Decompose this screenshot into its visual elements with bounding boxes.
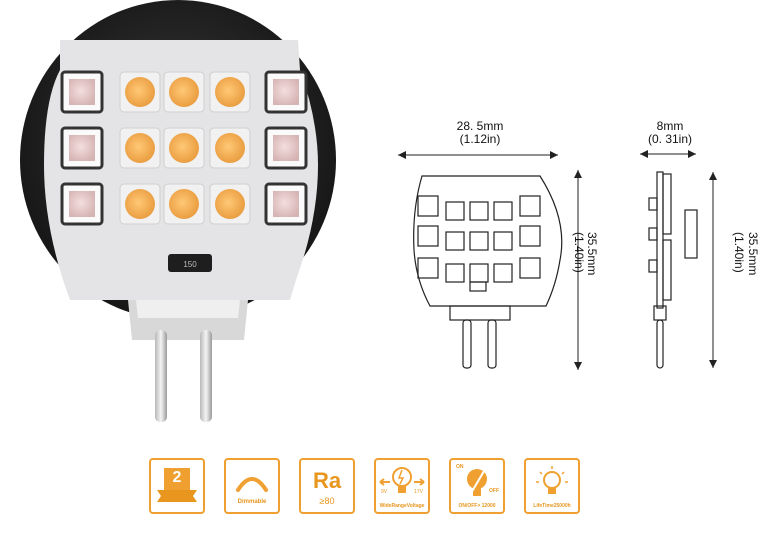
front-led-outline [417,225,439,247]
side-height-mm-label: 35.5mm [746,232,760,276]
pin-left [155,330,167,422]
side-height-in-label: (1.40in) [732,232,746,273]
side-dimension-drawing: 8mm (0. 31in) 35.5mm (1.40in) [630,110,776,380]
pink-led-lens [273,135,299,161]
pink-led-lens [69,79,95,105]
led-array [60,70,308,226]
height-in-label: (1.40in) [572,232,586,273]
front-led-outline [417,257,439,279]
front-led-outline [519,225,541,247]
bulb-voltage-icon: 9V 17V WideRangeVoltage [374,458,430,514]
front-led-outline [493,231,513,251]
pink-led-lens [69,191,95,217]
resistor-marking: 150 [183,260,197,269]
led-board-photo: 150 [20,0,336,422]
front-led-outline [519,257,541,279]
warm-led-lens [125,77,155,107]
product-photo: 150 [0,0,340,440]
warranty-badge-icon: 2 [149,458,205,514]
front-led-outline [493,201,513,221]
warm-led-lens [125,133,155,163]
warm-led-lens [215,189,245,219]
front-led-outline [445,263,465,283]
height-mm-label: 35.5mm [585,232,599,276]
width-mm-label: 28. 5mm [456,119,504,133]
warm-led-lens [169,77,199,107]
switch-on: ON [456,464,464,470]
pink-led-lens [69,135,95,161]
front-led-outline [417,195,439,217]
front-led-outline [445,231,465,251]
front-led-outline [469,201,489,221]
ra-value: ≥80 [319,496,335,506]
front-led-outline [445,201,465,221]
warranty-years: 2 [172,469,182,486]
dimmable-arc-icon: Dimmable [224,458,280,514]
front-led-outline [469,263,489,283]
bulb-switch-icon: ON OFF ON/OFF> 12000 [449,458,505,514]
board-outline [413,175,563,307]
warm-led-lens [169,133,199,163]
dimmable-caption: Dimmable [237,499,267,505]
ra-label: Ra [312,468,342,493]
voltage-low: 9V [381,489,388,495]
front-led-outline [519,195,541,217]
warm-led-lens [215,133,245,163]
switch-off: OFF [489,488,499,494]
front-led-outline [493,263,513,283]
pin-right [200,330,212,422]
ra-index-icon: Ra ≥80 [299,458,355,514]
voltage-high: 17V [414,489,423,495]
depth-in-label: (0. 31in) [647,132,693,146]
lifetime-caption: LifeTime25000h [533,503,571,509]
front-dimension-drawing: 28. 5mm (1.12in) 35.5mm (1.40in) [390,110,610,380]
width-in-label: (1.12in) [459,132,501,146]
resistor [168,254,212,272]
depth-mm-label: 8mm [656,119,684,133]
front-led-outline [469,231,489,251]
bulb-rays-icon: LifeTime25000h [524,458,580,514]
warm-led-lens [215,77,245,107]
pink-led-lens [273,191,299,217]
switch-caption: ON/OFF> 12000 [458,503,496,509]
voltage-caption: WideRangeVoltage [379,503,425,509]
pink-led-lens [273,79,299,105]
warm-led-lens [125,189,155,219]
warm-led-lens [169,189,199,219]
